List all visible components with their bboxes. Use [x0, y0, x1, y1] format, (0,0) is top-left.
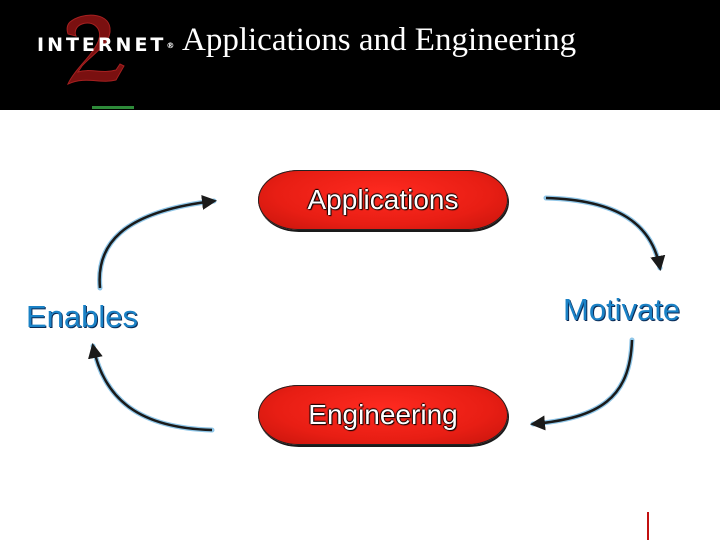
logo-registered-mark: ®	[166, 41, 175, 50]
logo-numeral-2	[66, 14, 125, 85]
applications-node: Applications	[258, 170, 508, 230]
arrow-top-left	[97, 194, 217, 291]
logo-wordmark: INTERNET®	[37, 34, 174, 56]
internet2-logo	[66, 14, 125, 85]
logo-word: INTERNET	[37, 34, 167, 56]
header-green-accent	[92, 106, 134, 109]
applications-node-label: Applications	[307, 184, 459, 215]
footer-red-mark	[647, 512, 649, 540]
motivate-label: Motivate	[563, 292, 681, 327]
slide-title: Applications and Engineering	[182, 22, 577, 58]
arrow-bottom-left	[88, 343, 215, 433]
arrow-bottom-right	[530, 337, 635, 431]
header-bottom-rule	[0, 106, 720, 110]
arrow-top-right	[543, 195, 666, 271]
engineering-node: Engineering	[258, 385, 508, 445]
engineering-node-label: Engineering	[308, 399, 458, 430]
enables-label: Enables	[26, 299, 139, 334]
slide-header: INTERNET® Applications and Engineering	[0, 0, 720, 106]
